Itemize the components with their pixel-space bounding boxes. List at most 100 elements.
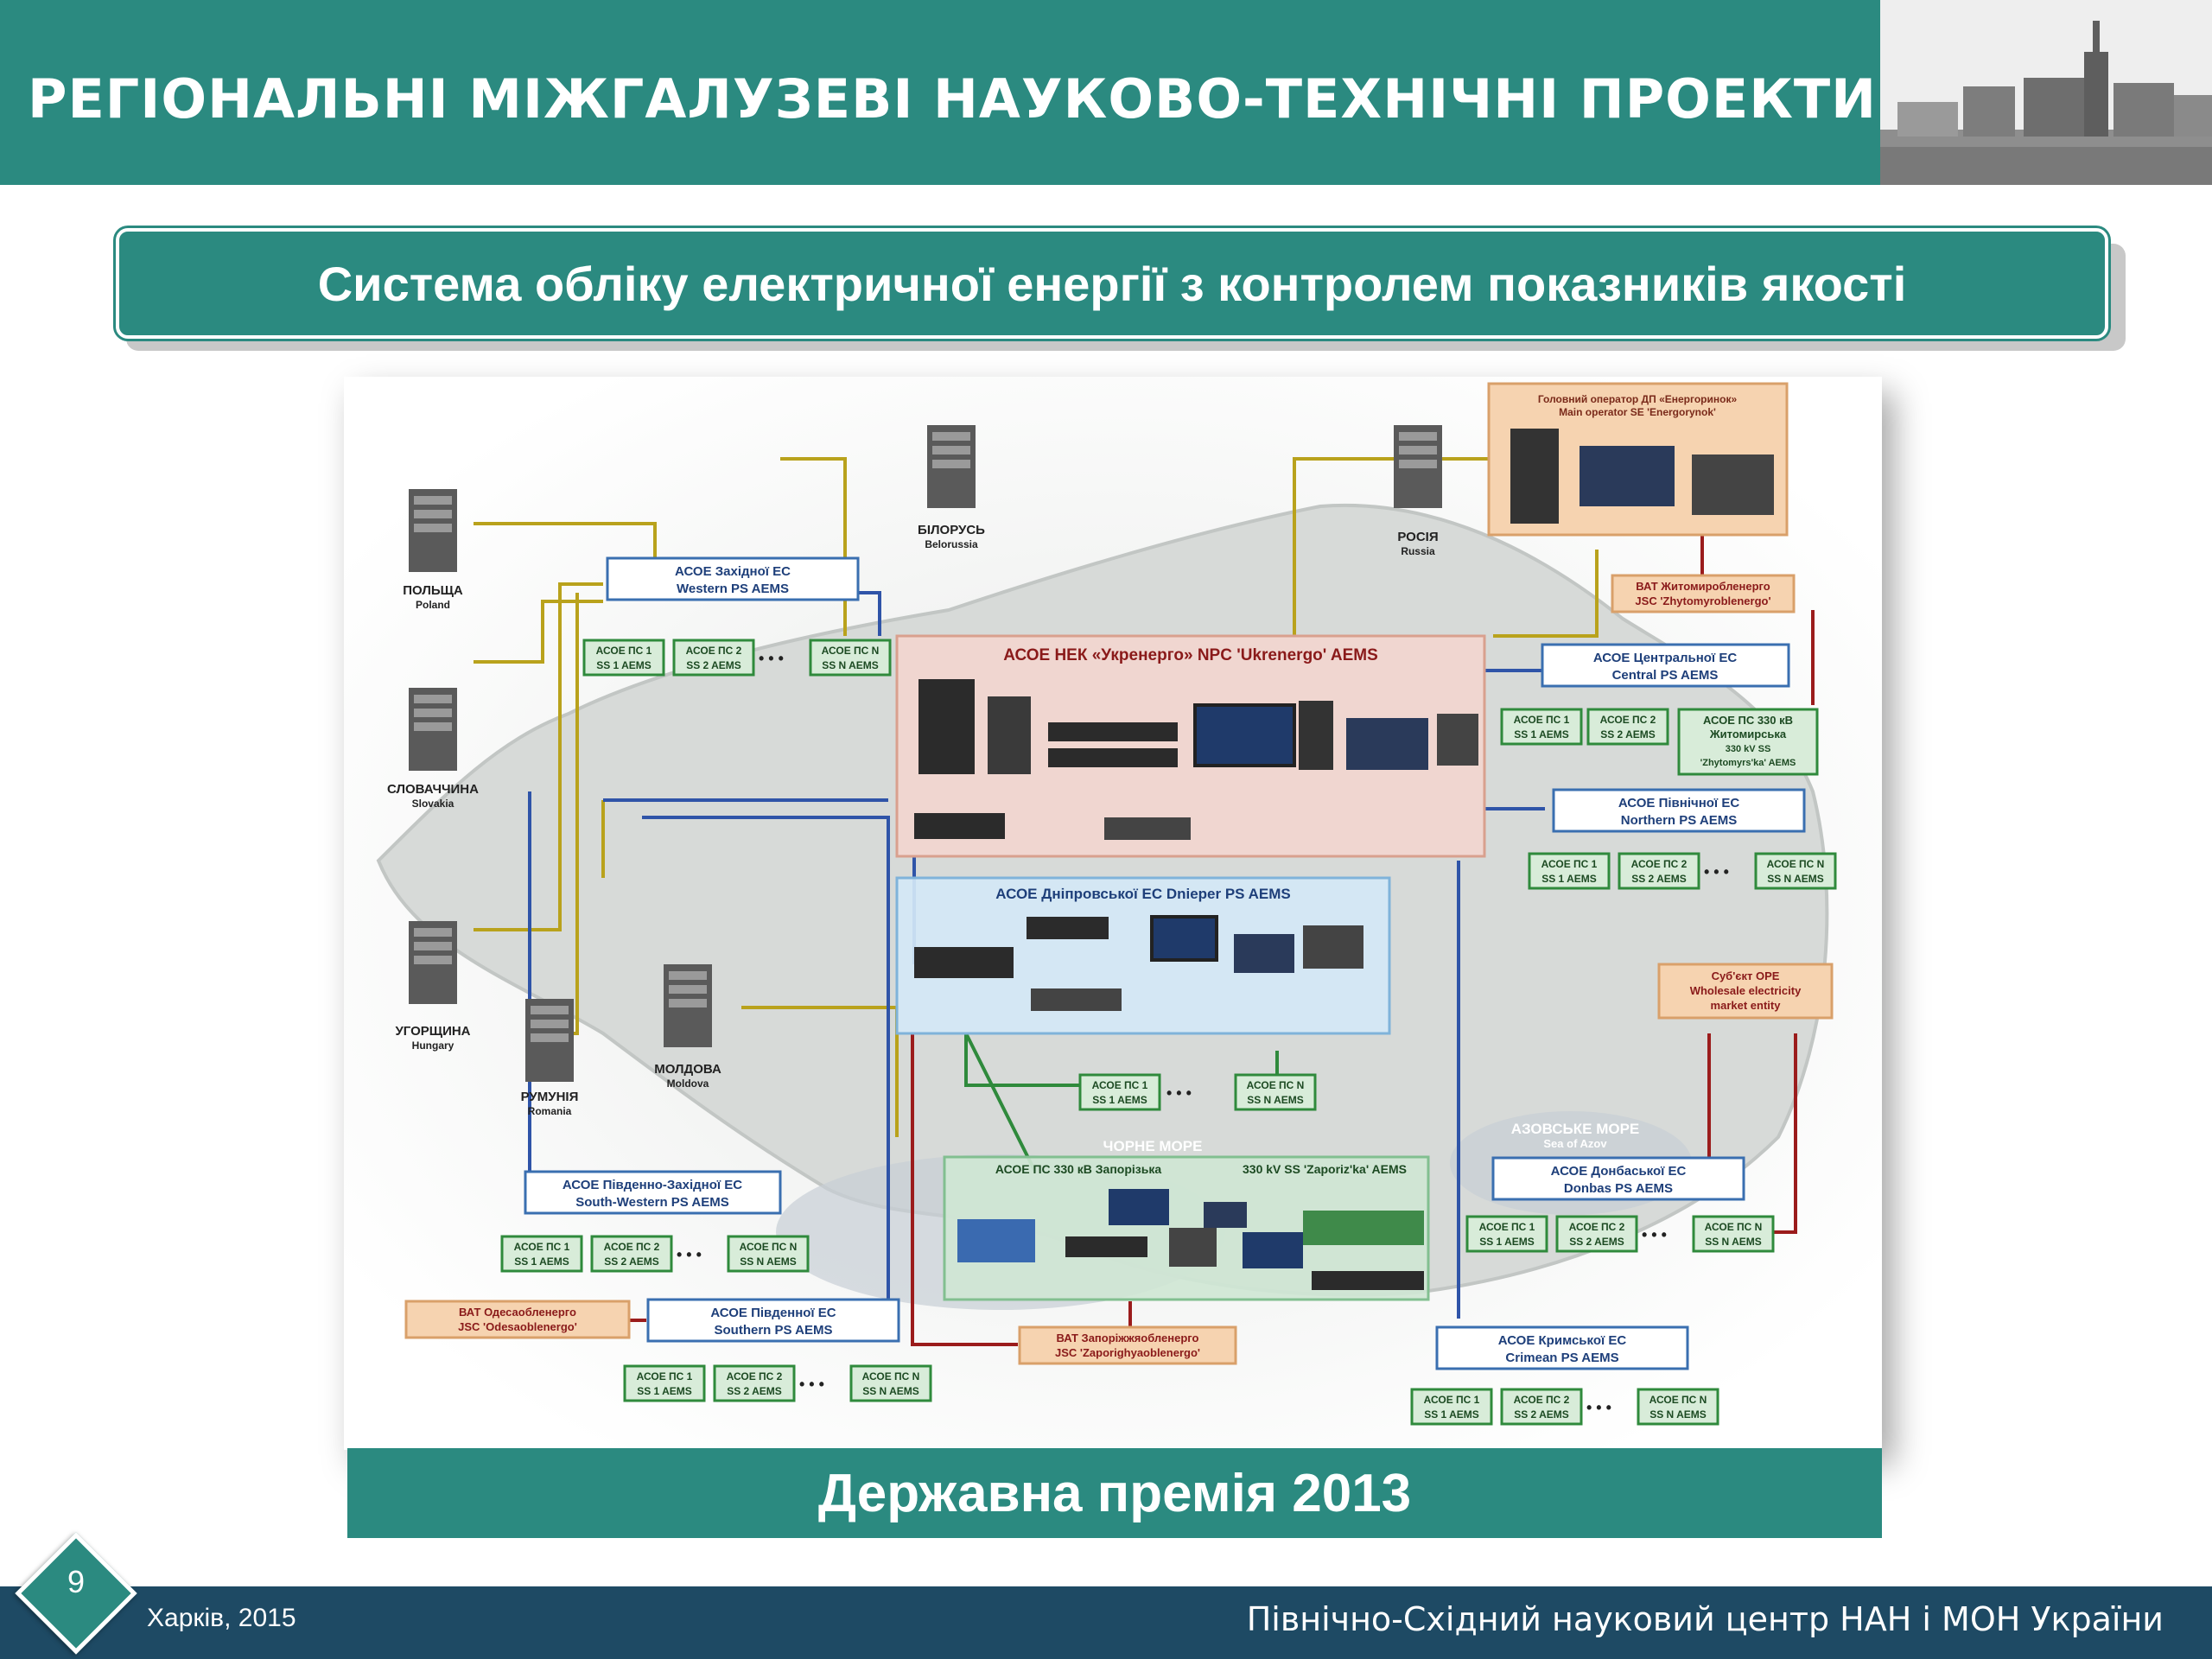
country-poland-ua: ПОЛЬЩА <box>403 583 463 598</box>
region-southern-en: Southern PS AEMS <box>715 1323 833 1338</box>
laptop-icon-operator <box>1580 446 1675 506</box>
company-zhytomyr: ВАТ Житомиробленерго JSC 'Zhytomyroblene… <box>1611 574 1796 613</box>
country-slovakia-ua: СЛОВАЧЧИНА <box>387 782 479 797</box>
printer-icon-zap <box>1169 1228 1217 1267</box>
country-russia-en: Russia <box>1401 545 1435 557</box>
server-icon-ftp <box>988 696 1031 774</box>
printer-icon-dnipro <box>1303 925 1363 969</box>
azov-sea-label: АЗОВСЬКЕ МОРЕ <box>1511 1121 1640 1137</box>
region-western-en: Western PS AEMS <box>677 582 789 596</box>
substation-crimea-psn-ua: АСОЕ ПС N <box>1649 1394 1707 1406</box>
substation-northern-ps1: АСОЕ ПС 1SS 1 AEMS <box>1528 852 1611 890</box>
substation-dnipro-ps1: АСОЕ ПС 1SS 1 AEMS <box>1078 1073 1161 1111</box>
country-romania-en: Romania <box>528 1105 572 1117</box>
region-northern-en: Northern PS AEMS <box>1621 813 1737 828</box>
link-russia-2 <box>1493 550 1599 638</box>
substation-western-ps2-ua: АСОЕ ПС 2 <box>686 645 742 657</box>
server-icon-belarus <box>927 425 976 508</box>
server-icon-hungary <box>409 921 457 1004</box>
substation-donbas-dots: • • • <box>1642 1226 1667 1243</box>
aems-diagram: ПОЛЬЩА Poland СЛОВАЧЧИНА Slovakia УГОРЩИ… <box>344 377 1882 1450</box>
zhytomyr-ua1: АСОЕ ПС 330 кВ <box>1703 714 1793 727</box>
substation-south-ps2-ua: АСОЕ ПС 2 <box>727 1370 783 1382</box>
router-icon-center <box>914 813 1005 839</box>
country-belarus-ua: БІЛОРУСЬ <box>918 523 985 537</box>
substation-crimea-ps1-ua: АСОЕ ПС 1 <box>1424 1394 1480 1406</box>
country-belarus-en: Belorussia <box>925 538 978 550</box>
substation-dnipro-dots: • • • <box>1166 1084 1192 1102</box>
substation-dnipro-psn-ua: АСОЕ ПС N <box>1247 1079 1305 1091</box>
company-boxes: ВАТ Житомиробленерго JSC 'Zhytomyroblene… <box>404 574 1834 1365</box>
switch-icon-dnipro <box>1031 988 1122 1011</box>
main-operator-ua: Головний оператор ДП «Енергоринок» <box>1538 393 1738 405</box>
substation-central-ps1-en: SS 1 AEMS <box>1514 728 1569 741</box>
substation-western-ps1-en: SS 1 AEMS <box>596 659 652 671</box>
server-icon-poland <box>409 489 457 572</box>
azov-sea-label-en: Sea of Azov <box>1543 1137 1607 1150</box>
rack-icon-2 <box>1048 748 1178 767</box>
region-southern: АСОЕ Південної ЕС Southern PS AEMS <box>646 1298 900 1343</box>
substation-western-ps2: АСОЕ ПС 2SS 2 AEMS <box>672 639 755 677</box>
substation-sw-dots: • • • <box>677 1246 702 1263</box>
substation-northern-dots: • • • <box>1704 863 1729 880</box>
substation-central-ps2: АСОЕ ПС 2SS 2 AEMS <box>1586 708 1669 746</box>
router-icon-dnipro <box>914 947 1014 978</box>
region-crimean: АСОЕ Кримської ЕС Crimean PS AEMS <box>1435 1325 1689 1370</box>
substation-central-ps2-en: SS 2 AEMS <box>1600 728 1656 741</box>
monitor-icon-admin <box>1193 703 1296 767</box>
server-icon-admin <box>1299 701 1333 770</box>
substation-south-psn-ua: АСОЕ ПС N <box>862 1370 920 1382</box>
region-southern-ua: АСОЕ Південної ЕС <box>710 1306 836 1320</box>
ukrenergo-title: АСОЕ НЕК «Укренерго» NPC 'Ukrenergo' AEM… <box>1003 646 1378 664</box>
substation-south-ps2: АСОЕ ПС 2SS 2 AEMS <box>713 1364 796 1402</box>
substation-south-psn: АСОЕ ПС NSS N AEMS <box>849 1364 932 1402</box>
substation-south-ps1-ua: АСОЕ ПС 1 <box>637 1370 693 1382</box>
region-southwestern: АСОЕ Південно-Західної ЕС South-Western … <box>524 1170 782 1215</box>
zhytomyr-en1: 330 kV SS <box>1726 744 1771 754</box>
dnipro-title: АСОЕ Дніпровської ЕС Dnieper PS AEMS <box>995 886 1290 902</box>
rack-icon-zap <box>1312 1271 1424 1290</box>
footer-organization: Північно-Східний науковий центр НАН і МО… <box>1246 1600 2164 1638</box>
link-center-south <box>642 816 890 1306</box>
country-moldova-ua: МОЛДОВА <box>654 1062 721 1077</box>
substation-dnipro-ps1-en: SS 1 AEMS <box>1092 1094 1147 1106</box>
server-icon-slovakia <box>409 688 457 771</box>
laptop-icon-zap <box>1204 1202 1247 1228</box>
header-band <box>0 0 1880 185</box>
substation-crimea-ps1: АСОЕ ПС 1 SS 1 AEMS <box>1410 1388 1493 1426</box>
award-band: Державна премія 2013 <box>347 1448 1882 1538</box>
substation-sw-ps2: АСОЕ ПС 2SS 2 AEMS <box>590 1235 673 1273</box>
link-slovakia <box>474 600 603 664</box>
substation-south-ps1: АСОЕ ПС 1SS 1 AEMS <box>623 1364 706 1402</box>
region-boxes: АСОЕ Західної ЕС Western PS AEMS АСОЕ Це… <box>524 556 1806 1370</box>
substation-donbas-ps1-en: SS 1 AEMS <box>1479 1236 1535 1248</box>
substation-crimea-psn: АСОЕ ПС NSS N AEMS <box>1637 1388 1719 1426</box>
substation-donbas-psn-ua: АСОЕ ПС N <box>1705 1221 1763 1233</box>
company-odesa-en: JSC 'Odesaoblenergo' <box>458 1320 577 1333</box>
diagram-svg: ПОЛЬЩА Poland СЛОВАЧЧИНА Slovakia УГОРЩИ… <box>344 377 1882 1450</box>
substation-crimea-ps1-en: SS 1 AEMS <box>1424 1408 1479 1421</box>
monitor-icon-zap <box>1109 1189 1169 1225</box>
substation-central-ps1: АСОЕ ПС 1 SS 1 AEMS <box>1500 708 1583 746</box>
monitor-icon-dnipro <box>1150 915 1218 962</box>
substation-crimea-ps2: АСОЕ ПС 2SS 2 AEMS <box>1500 1388 1583 1426</box>
substation-northern-ps2: АСОЕ ПС 2SS 2 AEMS <box>1618 852 1700 890</box>
zaporizka-title-ua: АСОЕ ПС 330 кВ Запорізька <box>995 1162 1162 1176</box>
substation-central-ps1-ua: АСОЕ ПС 1 <box>1514 714 1570 726</box>
substation-donbas-psn-en: SS N AEMS <box>1705 1236 1762 1248</box>
country-russia-ua: РОСІЯ <box>1397 530 1438 544</box>
substation-donbas-psn: АСОЕ ПС N SS N AEMS <box>1692 1215 1775 1253</box>
substation-northern-psn-ua: АСОЕ ПС N <box>1767 858 1825 870</box>
footer-band <box>0 1586 2212 1659</box>
substation-sw-psn-en: SS N AEMS <box>740 1255 797 1268</box>
country-hungary-en: Hungary <box>412 1039 454 1052</box>
zaporizka-box: АСОЕ ПС 330 кВ Запорізька 330 kV SS 'Zap… <box>943 1155 1430 1301</box>
region-crimean-en: Crimean PS AEMS <box>1505 1351 1618 1365</box>
country-hungary-ua: УГОРЩИНА <box>395 1024 470 1039</box>
substation-northern-ps1-ua: АСОЕ ПС 1 <box>1541 858 1598 870</box>
award-text: Державна премія 2013 <box>817 1463 1412 1523</box>
country-poland-en: Poland <box>416 599 450 611</box>
region-western: АСОЕ Західної ЕС Western PS AEMS <box>606 556 860 601</box>
region-northern-ua: АСОЕ Північної ЕС <box>1618 796 1739 810</box>
